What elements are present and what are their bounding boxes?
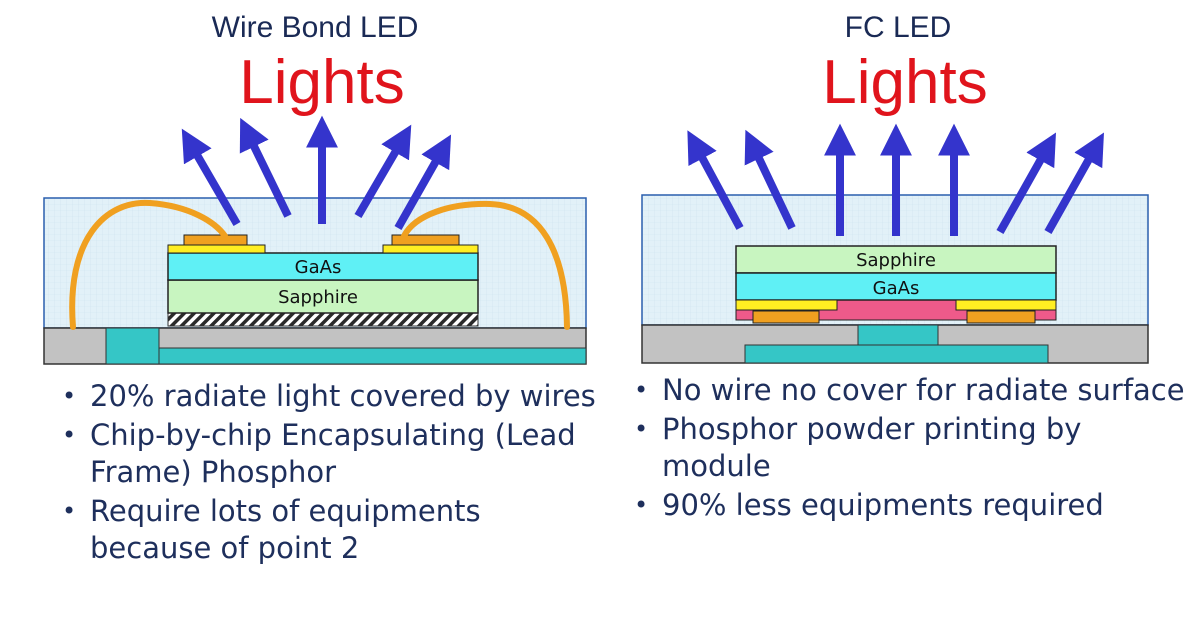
bullet-item: Phosphor powder printing by module (632, 411, 1192, 485)
contact-right (955, 299, 1057, 311)
contact-right (382, 244, 479, 254)
wire-bond-panel: Wire Bond LED Lights GaA (0, 0, 600, 630)
bullet-item: Require lots of equipments because of po… (60, 493, 600, 567)
sapphire-label: Sapphire (278, 287, 358, 308)
arrow-2 (744, 129, 796, 230)
sapphire-layer (735, 245, 1057, 274)
contact-left (735, 299, 838, 311)
arrow-4 (354, 124, 412, 219)
sapphire-label: Sapphire (856, 250, 936, 271)
arrow-2 (239, 117, 292, 218)
bullet-item: No wire no cover for radiate surface (632, 372, 1192, 409)
gaas-label: GaAs (295, 257, 342, 278)
sapphire-layer (167, 279, 479, 314)
electrode-left (183, 234, 248, 246)
bullet-item: Chip-by-chip Encapsulating (Lead Frame) … (60, 417, 600, 491)
gaas-label: GaAs (873, 278, 920, 299)
hatched-base (167, 312, 479, 327)
wire-bond-bullet-list: 20% radiate light covered by wires Chip-… (60, 378, 600, 569)
fc-bullet-list: No wire no cover for radiate surface Pho… (632, 372, 1192, 526)
fc-lights-heading: Lights (822, 48, 988, 117)
wire-bond-diagram: GaAs Sapphire (43, 115, 587, 365)
lead-frame (43, 327, 587, 365)
wire-bond-subtitle: Wire Bond LED (211, 11, 419, 44)
light-arrows (181, 115, 452, 230)
arrow-1 (181, 128, 241, 227)
light-arrows (687, 123, 1104, 236)
contact-left (167, 244, 266, 254)
arrow-5 (394, 134, 452, 230)
bond-wire-left (69, 199, 228, 330)
lead-frame (641, 324, 1149, 364)
bond-wire-right (401, 200, 570, 330)
electrode-right (391, 234, 460, 246)
flip-chip-diagram: Sapphire GaAs (641, 123, 1149, 364)
arrow-7 (1044, 132, 1104, 234)
electrode-right (966, 310, 1036, 324)
arrow-1 (687, 130, 744, 230)
wire-bond-lights-heading: Lights (239, 48, 405, 117)
gaas-layer (167, 252, 479, 281)
flip-chip-panel: FC LED Lights Sapphire GaAs (600, 0, 1200, 630)
bullet-item: 20% radiate light covered by wires (60, 378, 600, 415)
arrow-6 (996, 132, 1056, 234)
fc-subtitle: FC LED (844, 11, 952, 44)
bullet-item: 90% less equipments required (632, 487, 1192, 524)
electrode-left (752, 310, 820, 324)
gaas-layer (735, 272, 1057, 301)
